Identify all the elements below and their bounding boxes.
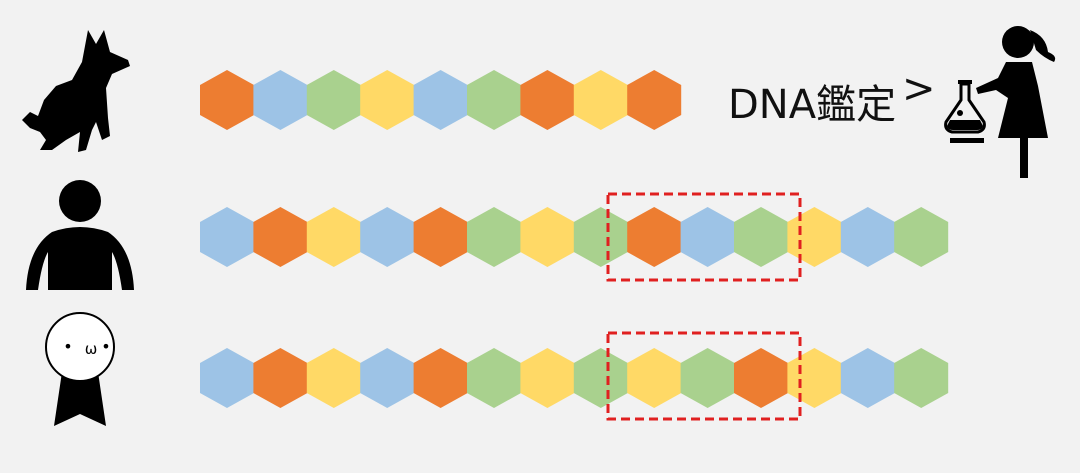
hexagon-yellow	[306, 207, 361, 267]
mascot-left-eye: •	[63, 337, 72, 356]
hexagon-green	[306, 70, 361, 130]
hexagon-green	[894, 348, 949, 408]
hexagon-green	[573, 348, 628, 408]
hexagon-orange	[627, 207, 682, 267]
hexagon-yellow	[787, 207, 842, 267]
hexagon-orange	[520, 70, 575, 130]
hexagon-blue	[200, 207, 254, 267]
sequence-row-dog	[200, 70, 682, 130]
hexagon-yellow	[360, 70, 415, 130]
hexagon-green	[467, 207, 521, 267]
hexagon-blue	[360, 348, 415, 408]
hexagon-orange	[413, 348, 468, 408]
hexagon-green	[573, 207, 628, 267]
hexagon-blue	[413, 70, 468, 130]
mascot-mouth: ω	[85, 340, 98, 358]
hexagon-blue	[840, 207, 895, 267]
hexagon-yellow	[627, 348, 682, 408]
sequence-row-person	[200, 207, 949, 267]
hexagon-blue	[360, 207, 415, 267]
sequence-rows	[200, 70, 949, 408]
hexagon-yellow	[573, 70, 628, 130]
hexagon-green	[467, 70, 521, 130]
hexagon-blue	[200, 348, 254, 408]
round-face-mascot-icon: • ω •	[45, 312, 115, 426]
highlight-box-mascot	[606, 331, 802, 421]
hexagon-blue	[253, 70, 308, 130]
comparison-symbol: >	[902, 66, 936, 112]
hexagon-green	[680, 348, 735, 408]
scientist-with-flask-icon	[944, 26, 1056, 178]
hexagon-orange	[734, 348, 788, 408]
hexagon-yellow	[306, 348, 361, 408]
hexagon-orange	[627, 70, 682, 130]
dog-silhouette-icon	[22, 30, 130, 152]
hexagon-orange	[253, 348, 308, 408]
hexagon-green	[894, 207, 949, 267]
hexagon-orange	[253, 207, 308, 267]
hexagon-orange	[413, 207, 468, 267]
hexagon-green	[734, 207, 788, 267]
dna-test-label: DNA鑑定	[728, 82, 897, 128]
hexagon-yellow	[520, 348, 575, 408]
hexagon-yellow	[520, 207, 575, 267]
hexagon-blue	[680, 207, 735, 267]
hexagon-orange	[200, 70, 254, 130]
mascot-right-eye: •	[101, 337, 110, 356]
hexagon-green	[467, 348, 521, 408]
person-silhouette-icon	[26, 180, 134, 290]
hexagon-blue	[840, 348, 895, 408]
highlight-box-person	[606, 192, 802, 282]
sequence-row-mascot	[200, 348, 949, 408]
hexagon-yellow	[787, 348, 842, 408]
